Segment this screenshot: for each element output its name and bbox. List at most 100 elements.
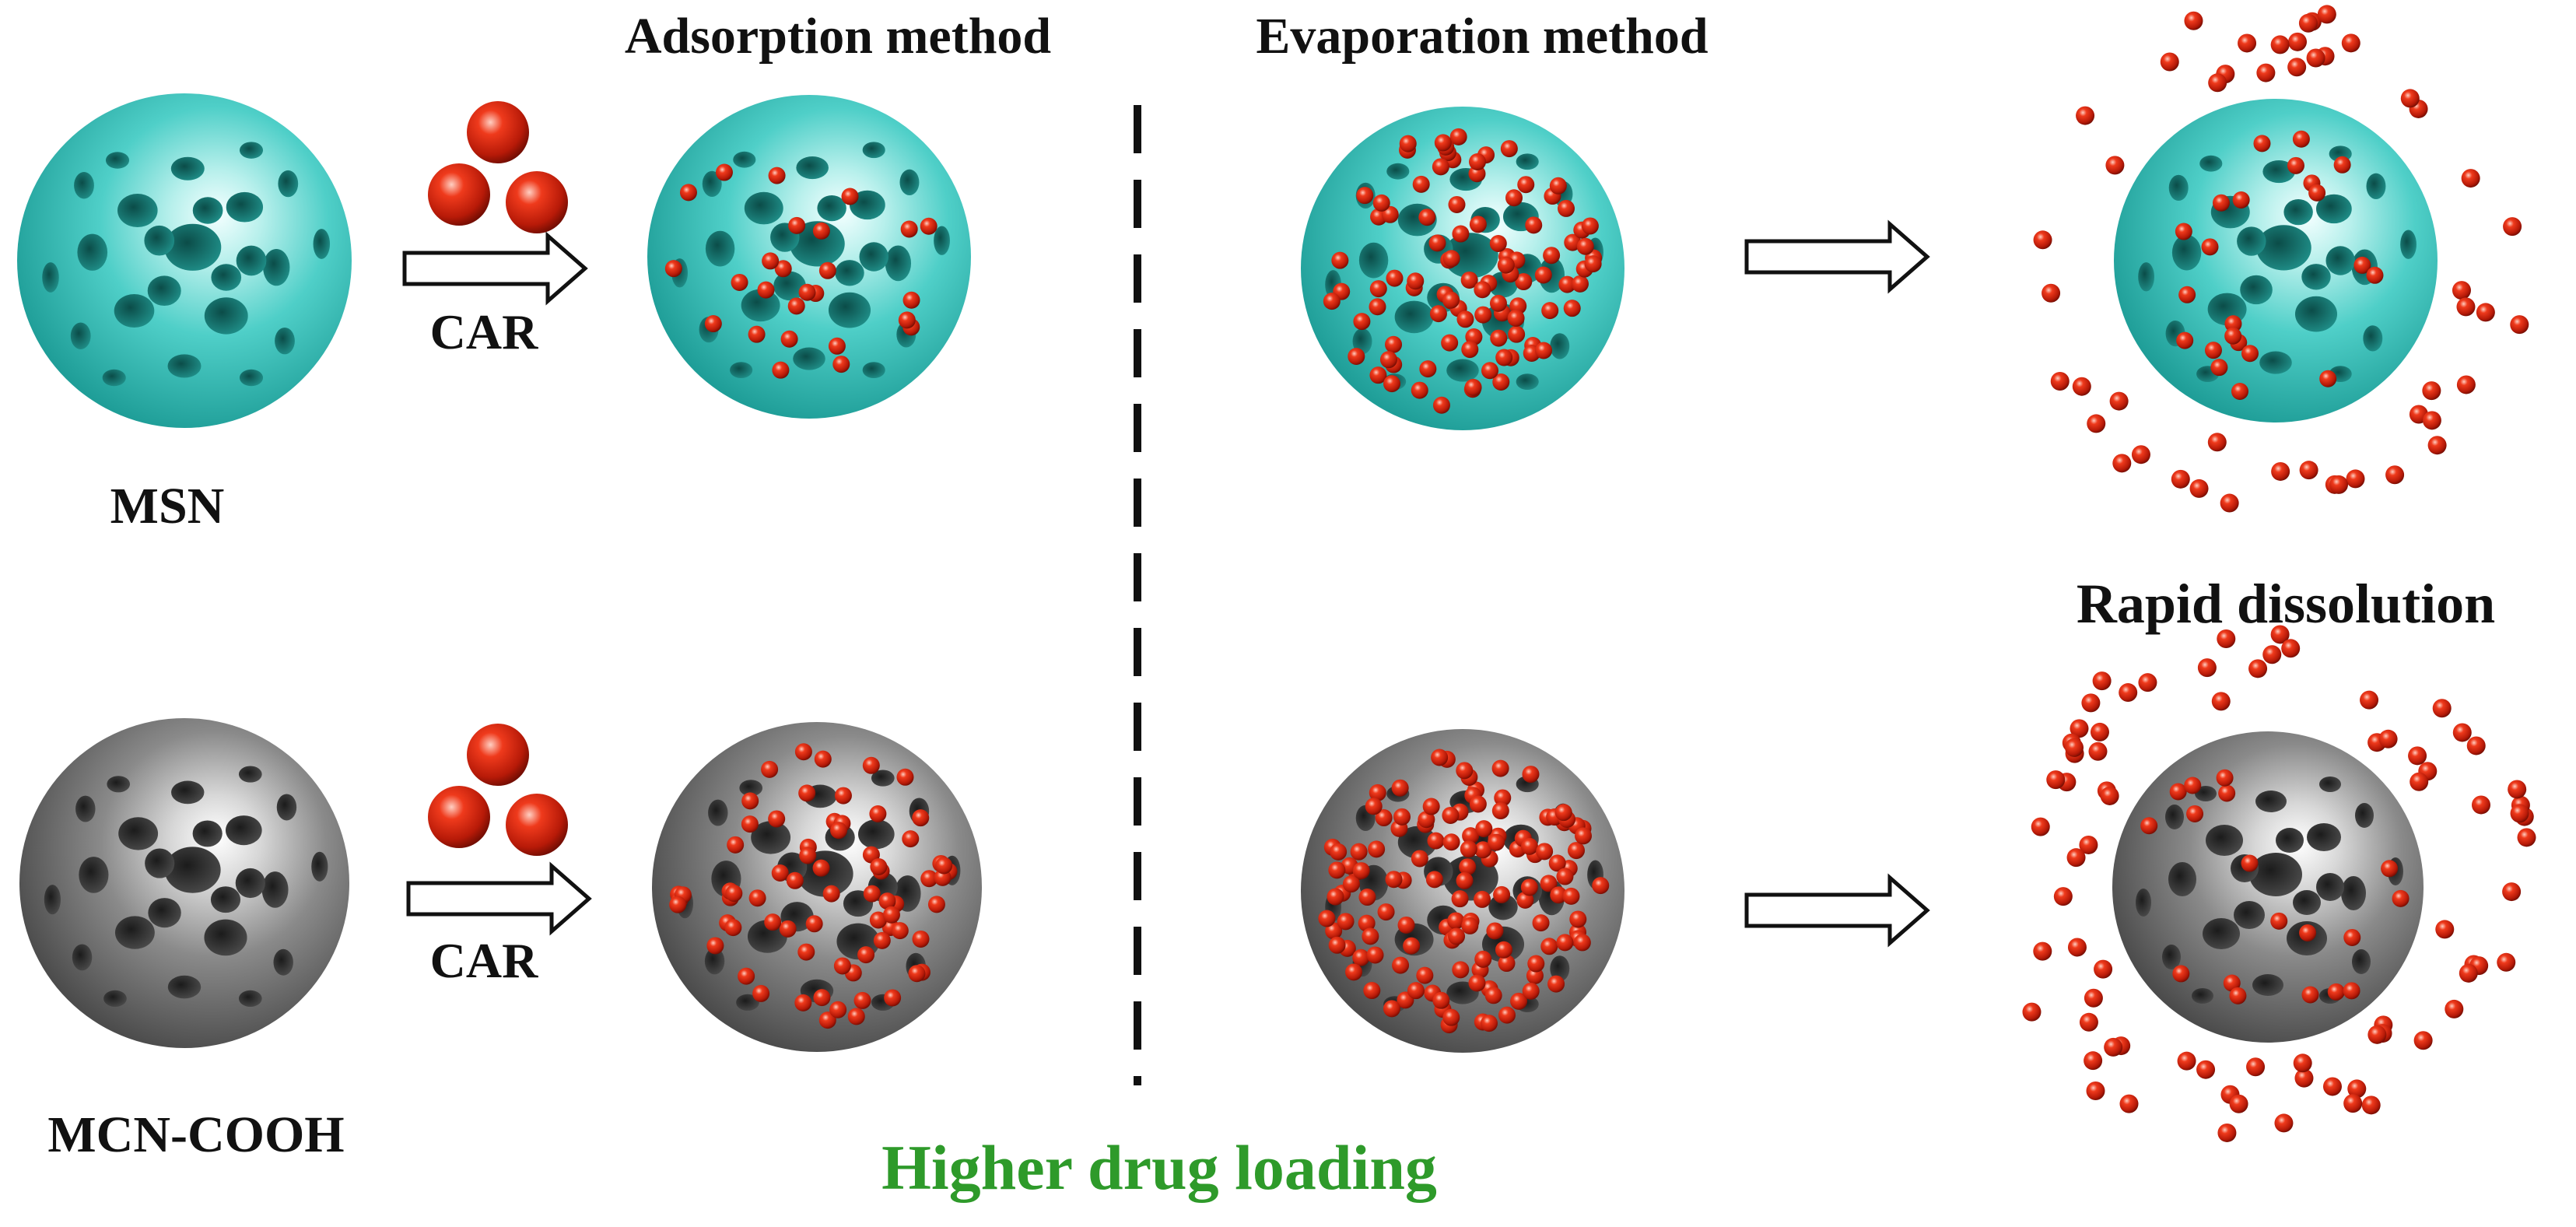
pore: [859, 242, 888, 272]
pore: [1358, 242, 1389, 279]
red-sphere-icon: [741, 792, 759, 810]
pore: [796, 156, 829, 180]
red-sphere-icon: [1488, 833, 1505, 851]
pore: [2400, 230, 2417, 259]
red-sphere-icon: [1442, 1008, 1460, 1026]
red-sphere-icon: [1352, 862, 1370, 880]
red-sphere-icon: [2177, 1051, 2196, 1071]
pore: [261, 871, 289, 908]
red-sphere-icon: [2347, 1079, 2367, 1099]
red-sphere-icon: [2094, 959, 2113, 979]
red-sphere-icon: [912, 930, 930, 948]
red-sphere-icon: [2217, 1123, 2237, 1142]
red-sphere-icon: [1500, 140, 1518, 158]
red-sphere-icon: [798, 283, 816, 301]
red-sphere-icon: [2119, 1094, 2139, 1113]
red-sphere-icon: [2229, 987, 2247, 1004]
red-sphere-icon: [1573, 934, 1591, 952]
red-sphere-icon: [1492, 373, 1510, 391]
red-sphere-icon: [715, 163, 733, 181]
pore: [793, 347, 825, 370]
red-sphere-icon: [748, 889, 766, 907]
red-sphere-icon: [1464, 378, 1482, 396]
red-sphere-icon: [2293, 1053, 2312, 1073]
red-sphere-icon: [1581, 217, 1599, 235]
red-sphere-icon: [1474, 306, 1492, 324]
red-sphere-icon: [2084, 988, 2103, 1008]
red-sphere-icon: [1362, 927, 1379, 945]
red-sphere-icon: [1383, 1000, 1400, 1018]
msn-nanoparticle: [2114, 99, 2438, 422]
red-sphere-icon: [1375, 809, 1393, 827]
red-sphere-icon: [1508, 325, 1526, 343]
red-sphere-icon: [2281, 639, 2301, 658]
red-sphere-icon: [1576, 237, 1594, 255]
red-sphere-icon: [764, 913, 782, 931]
red-sphere-icon: [1554, 804, 1572, 822]
red-sphere-icon: [1575, 827, 1593, 845]
pore: [235, 868, 265, 899]
pore: [210, 886, 241, 913]
red-sphere-icon: [2232, 191, 2250, 209]
red-sphere-icon: [1535, 342, 1553, 359]
red-sphere-icon: [2294, 1068, 2314, 1088]
car-label-bottom: CAR: [430, 933, 538, 988]
red-sphere-icon: [2175, 223, 2192, 240]
pore: [273, 948, 293, 976]
red-sphere-icon: [830, 822, 848, 840]
red-sphere-icon: [1407, 272, 1425, 290]
pore: [211, 264, 242, 291]
red-sphere-icon: [1541, 302, 1559, 320]
pore: [2203, 918, 2240, 949]
red-sphere-icon: [847, 1008, 865, 1025]
red-sphere-icon: [832, 356, 850, 373]
red-sphere-icon: [2112, 454, 2132, 473]
pore: [1352, 328, 1372, 355]
pore: [77, 233, 108, 271]
red-sphere-icon: [2031, 817, 2050, 836]
red-sphere-icon: [2109, 391, 2129, 411]
red-sphere-icon: [761, 760, 779, 778]
red-sphere-icon: [1369, 784, 1386, 801]
mcn-nanoparticle: [2112, 731, 2424, 1043]
red-sphere-icon: [2033, 941, 2052, 961]
red-sphere-icon: [2392, 889, 2410, 907]
red-sphere-icon: [2171, 469, 2190, 489]
red-sphere-icon: [1451, 890, 1469, 908]
red-sphere-icon: [1434, 134, 1452, 152]
red-sphere-icon: [2288, 32, 2308, 51]
red-sphere-icon: [1469, 152, 1487, 170]
pore: [2363, 325, 2383, 352]
red-sphere-icon: [1481, 362, 1499, 380]
red-sphere-icon: [818, 261, 836, 279]
pore: [2168, 862, 2196, 896]
red-sphere-icon: [798, 784, 816, 802]
red-sphere-icon: [1418, 209, 1436, 226]
red-sphere-icon: [768, 810, 786, 828]
red-sphere-icon: [1431, 748, 1449, 766]
red-sphere-icon: [2050, 372, 2070, 391]
red-sphere-icon: [2301, 986, 2319, 1004]
red-sphere-icon: [1385, 335, 1403, 353]
pore: [2234, 901, 2265, 929]
red-sphere-icon: [2346, 469, 2365, 489]
heading-evaporation: Evaporation method: [1256, 8, 1708, 65]
pore: [107, 776, 131, 793]
red-sphere-icon: [2461, 169, 2480, 188]
red-sphere-icon: [2218, 784, 2236, 802]
red-sphere-icon: [1540, 875, 1558, 892]
red-sphere-icon: [2271, 461, 2290, 481]
red-sphere-icon: [679, 184, 697, 202]
msn-nanoparticle: [1301, 107, 1624, 430]
red-sphere-icon: [1418, 811, 1435, 829]
pore: [2138, 262, 2155, 292]
red-sphere-icon: [912, 809, 930, 827]
pore: [705, 230, 735, 267]
pore: [773, 271, 806, 301]
mcn-cooh-label: MCN-COOH: [47, 1106, 344, 1163]
red-sphere-icon: [869, 911, 887, 929]
msn-nanoparticle: [17, 93, 352, 428]
red-sphere-icon: [1527, 955, 1545, 973]
red-sphere-icon: [2216, 769, 2234, 787]
red-sphere-icon: [1432, 158, 1449, 176]
